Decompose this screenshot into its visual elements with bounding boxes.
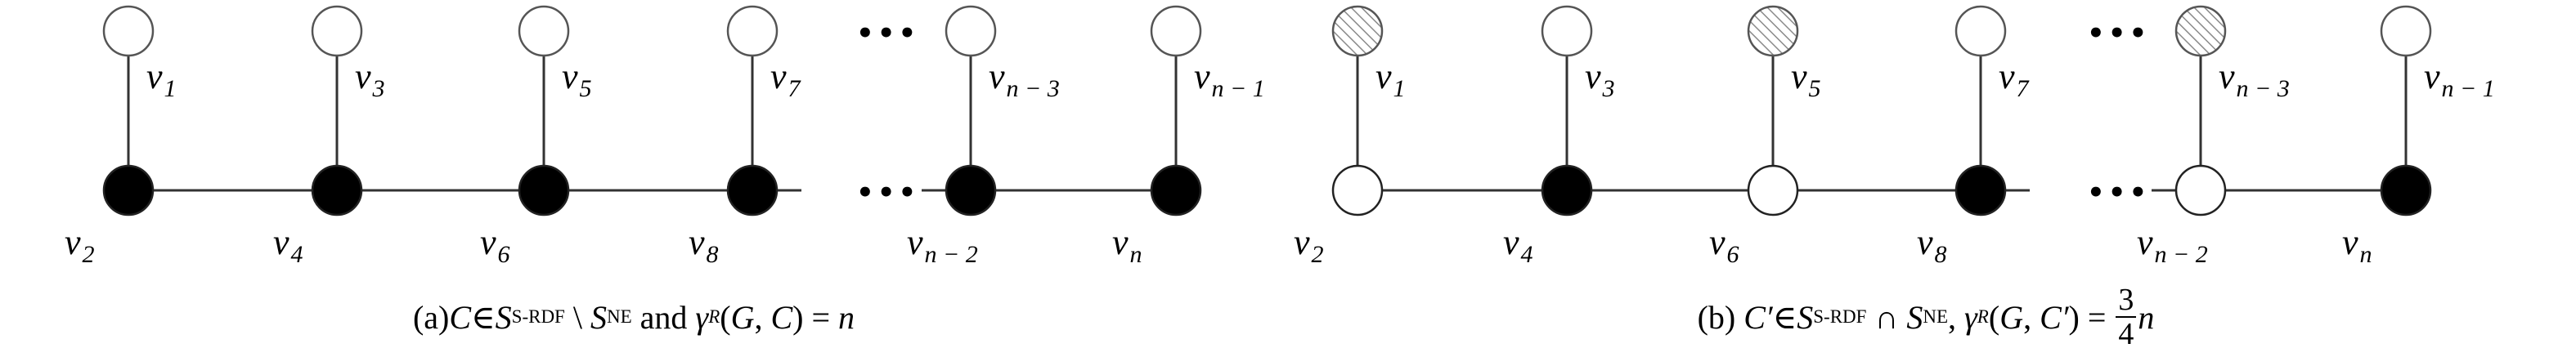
top-vertex bbox=[1541, 5, 1593, 57]
ellipsis-top: ••• bbox=[856, 17, 919, 50]
ellipsis-top: ••• bbox=[2087, 17, 2150, 50]
bottom-vertex bbox=[2380, 164, 2432, 216]
top-vertex bbox=[518, 5, 570, 57]
top-vertex-label: vn − 1 bbox=[2424, 56, 2495, 102]
top-vertex-label: v7 bbox=[770, 56, 802, 102]
bottom-vertex-label: vn − 2 bbox=[2137, 222, 2208, 268]
top-vertex bbox=[726, 5, 779, 57]
bottom-vertex bbox=[1331, 164, 1384, 216]
top-vertex-label: v3 bbox=[1585, 56, 1615, 102]
bottom-vertex bbox=[1747, 164, 1799, 216]
bottom-vertex bbox=[945, 164, 997, 216]
top-vertex bbox=[1150, 5, 1202, 57]
top-vertex bbox=[2174, 5, 2227, 57]
top-vertex-label: vn − 3 bbox=[2219, 56, 2290, 102]
bottom-vertex bbox=[102, 164, 155, 216]
bottom-vertex bbox=[726, 164, 779, 216]
bottom-vertex bbox=[518, 164, 570, 216]
top-vertex bbox=[311, 5, 363, 57]
bottom-vertex bbox=[1954, 164, 2007, 216]
top-vertex-label: v5 bbox=[562, 56, 592, 102]
bottom-vertex bbox=[1150, 164, 1202, 216]
top-vertex-label: v3 bbox=[355, 56, 385, 102]
bottom-vertex-label: v2 bbox=[1294, 222, 1324, 268]
bottom-vertex-label: v4 bbox=[1503, 222, 1533, 268]
three-quarters-fraction: 3 4 bbox=[2116, 284, 2137, 350]
bottom-vertex-label: vn bbox=[2342, 222, 2372, 268]
top-vertex-label: v1 bbox=[146, 56, 177, 102]
top-vertex bbox=[945, 5, 997, 57]
top-vertex-label: v7 bbox=[1999, 56, 2031, 102]
top-vertex bbox=[2380, 5, 2432, 57]
bottom-vertex bbox=[2174, 164, 2227, 216]
top-vertex-label: vn − 3 bbox=[989, 56, 1060, 102]
bottom-vertex-label: v8 bbox=[689, 222, 719, 268]
panel-a-graph: v1 v2 v3 v4 v5 v6 v7 v8 vn − 3 vn − 2 vn − 1 vn ••• •… bbox=[65, 5, 1265, 268]
panel-b-graph: v1 v2 v3 v4 v5 v6 v7 v8 vn − 3 vn − 2 vn − 1 vn ••• •… bbox=[1294, 5, 2495, 268]
ellipsis-bottom: ••• bbox=[2087, 176, 2150, 209]
bottom-vertex-label: v2 bbox=[65, 222, 95, 268]
bottom-vertex-label: vn bbox=[1112, 222, 1142, 268]
top-vertex-label: v5 bbox=[1791, 56, 1821, 102]
bottom-vertex bbox=[311, 164, 363, 216]
top-vertex-label: vn − 1 bbox=[1194, 56, 1265, 102]
bottom-vertex-label: v6 bbox=[1709, 222, 1739, 268]
top-vertex bbox=[1954, 5, 2007, 57]
top-vertex bbox=[1331, 5, 1384, 57]
bottom-vertex-label: v8 bbox=[1917, 222, 1947, 268]
bottom-vertex bbox=[1541, 164, 1593, 216]
ellipsis-bottom: ••• bbox=[856, 176, 919, 209]
top-vertex bbox=[1747, 5, 1799, 57]
bottom-vertex-label: vn − 2 bbox=[907, 222, 978, 268]
bottom-vertex-label: v6 bbox=[480, 222, 510, 268]
top-vertex-label: v1 bbox=[1376, 56, 1406, 102]
top-vertex bbox=[102, 5, 155, 57]
bottom-vertex-label: v4 bbox=[273, 222, 303, 268]
